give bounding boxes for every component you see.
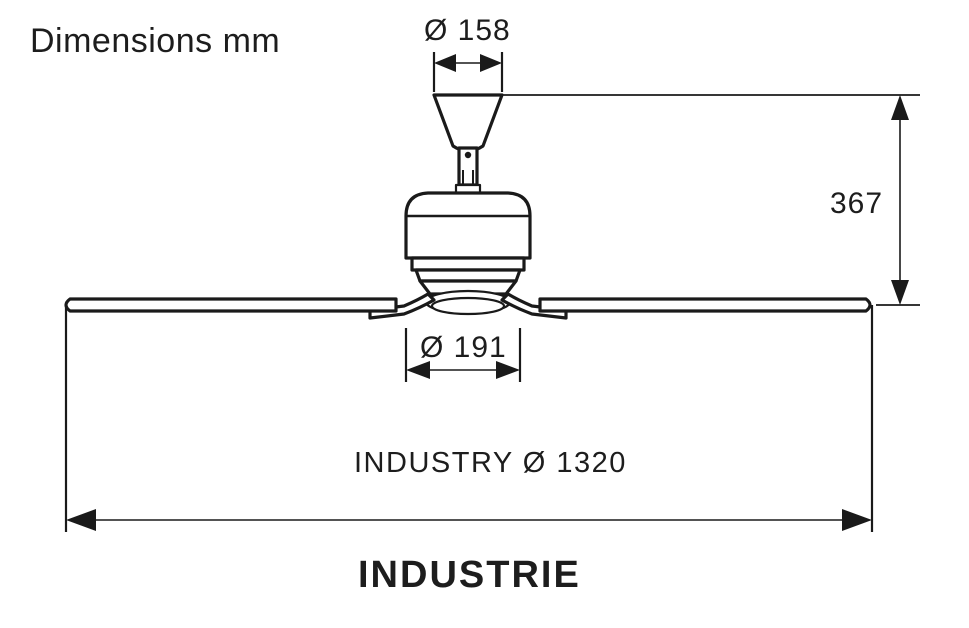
arrow-head-left — [406, 361, 430, 379]
blade-left — [64, 297, 398, 313]
bottom-cap-inner — [430, 296, 506, 316]
fan-assembly — [64, 93, 872, 320]
brand-title: INDUSTRIE — [358, 554, 581, 596]
motor-housing — [404, 191, 532, 260]
set-screw-dot — [464, 151, 472, 159]
dimension-canopy-diameter: Ø 158 — [424, 14, 511, 92]
dimension-label-motor-hub-diameter: Ø 191 — [420, 331, 507, 364]
dimension-blade-sweep: INDUSTRY Ø 1320 — [64, 305, 874, 532]
arrow-head-left — [434, 54, 456, 72]
canopy — [432, 93, 504, 153]
blade-right — [538, 297, 872, 313]
dimension-label-blade-sweep: INDUSTRY Ø 1320 — [354, 447, 627, 479]
arrow-head-right — [480, 54, 502, 72]
arrow-head-top — [891, 95, 909, 120]
arrow-head-right — [842, 509, 872, 531]
dimension-label-overall-height: 367 — [830, 187, 883, 220]
dimension-overall-height: 367 — [830, 95, 909, 305]
arrow-head-right — [496, 361, 520, 379]
page-title: Dimensions mm — [30, 22, 280, 60]
motor-ring-upper — [410, 256, 526, 272]
dimension-label-canopy-diameter: Ø 158 — [424, 14, 511, 47]
motor-ring-lower — [414, 268, 522, 283]
arrow-head-bottom — [891, 280, 909, 305]
dimension-motor-hub-diameter: Ø 191 — [404, 328, 522, 382]
arrow-head-left — [66, 509, 96, 531]
